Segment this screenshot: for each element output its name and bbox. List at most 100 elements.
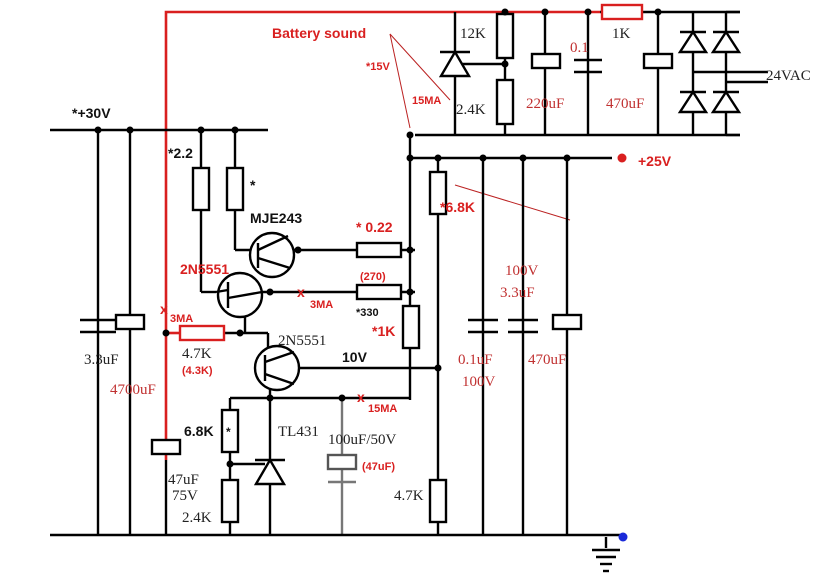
mark-x-3ma-right: x [297, 284, 305, 300]
label-2n5551-red: 2N5551 [180, 261, 229, 277]
label-470uf-top: 470uF [606, 96, 644, 112]
resistor-1k-mid [401, 304, 421, 350]
label-100uf-50v: 100uF/50V [328, 432, 397, 448]
label-3-3uf-left: 3.3uF [84, 352, 119, 368]
resistor-330 [355, 283, 403, 301]
junction-dot [126, 126, 134, 134]
resistor-0-22 [355, 241, 403, 259]
driver-emitter [227, 290, 263, 300]
label-15ma-top: 15MA [412, 95, 441, 107]
label-battery-sound: Battery sound [272, 25, 366, 41]
capacitor-470uf-top [642, 52, 674, 70]
label-220uf: 220uF [526, 96, 564, 112]
transistor-mje243 [248, 231, 296, 279]
mje243-emitter [257, 256, 291, 270]
label-star: * [250, 177, 256, 193]
label-470uf-right: 470uF [528, 352, 566, 368]
junction-dot [406, 131, 414, 139]
resistor-2-4k-top [495, 78, 515, 126]
label-15ma-bot: 15MA [368, 403, 397, 415]
junction-dot [231, 126, 239, 134]
driver-collector [215, 288, 229, 294]
label-100v-top: 100V [505, 263, 539, 279]
label-6-8k-left: 6.8K [184, 423, 214, 439]
junction-dot [338, 394, 346, 402]
capacitor-4700uf [114, 313, 146, 331]
bridge-diode-4 [710, 89, 742, 114]
wires [50, 10, 768, 537]
capacitor-220uf [530, 52, 562, 70]
label-15v: *15V [366, 61, 391, 73]
labels: Battery sound *15V 15MA 12K 2.4K 220uF 0… [72, 25, 811, 526]
label-47uf: 47uF [168, 472, 199, 488]
junction-dot [162, 329, 170, 337]
label-1k-top: 1K [612, 26, 631, 42]
q3-collector [264, 350, 295, 364]
junction-dot [519, 154, 527, 162]
label-4-3k: (4.3K) [182, 365, 213, 377]
label-1k-mid: *1K [372, 323, 395, 339]
label-0-22: * 0.22 [356, 219, 393, 235]
label-47uf-red: (47uF) [362, 461, 395, 473]
resistor-2-4k-bot [220, 478, 240, 524]
junction-dot [501, 8, 509, 16]
junction-dot [501, 60, 509, 68]
label-24vac: 24VAC [766, 68, 811, 84]
label-3-3uf-mid: 3.3uF [500, 285, 535, 301]
junction-dot [226, 460, 234, 468]
mje243-collector [257, 234, 289, 252]
bridge-diode-3 [677, 89, 709, 114]
resistor-4-7k-bot [428, 478, 448, 524]
label-10v: 10V [342, 349, 368, 365]
label-3ma-right: 3MA [310, 299, 333, 311]
label-star-6-8k: * [226, 425, 231, 439]
capacitor-47uf [150, 438, 182, 456]
junction-dot [294, 246, 302, 254]
bridge-diode-1 [677, 29, 709, 54]
ground-dot [618, 532, 628, 542]
label-mje243: MJE243 [250, 210, 302, 226]
pointer-line-6k8 [454, 184, 571, 221]
junction-dot [406, 246, 414, 254]
label-6-8k-right: *6.8K [440, 199, 475, 215]
resistor-12k [495, 12, 515, 60]
bridge-diode-2 [710, 29, 742, 54]
label-25v: +25V [638, 153, 672, 169]
label-100v-bot: 100V [462, 374, 496, 390]
label-2-2: *2.2 [168, 145, 193, 161]
junction-dot [406, 154, 414, 162]
label-2-4k-bot: 2.4K [182, 510, 212, 526]
resistor-6-8k-left [220, 408, 240, 454]
components [80, 3, 742, 573]
junction-dot [584, 8, 592, 16]
resistor-4-7k [178, 324, 226, 342]
junction-dot [541, 8, 549, 16]
junction-dot [654, 8, 662, 16]
label-4-7k-bot: 4.7K [394, 488, 424, 504]
resistor-6-8k-right [428, 170, 448, 216]
label-12k: 12K [460, 26, 486, 42]
junction-dot [94, 126, 102, 134]
mark-x-3ma-left: x [160, 301, 168, 317]
zener-diode [438, 49, 472, 78]
label-0-1: 0.1 [570, 40, 589, 56]
junction-dot [406, 288, 414, 296]
q3-emitter [264, 372, 295, 386]
label-tl431: TL431 [278, 424, 319, 440]
label-2n5551: 2N5551 [278, 333, 326, 349]
mark-x-15ma: x [357, 389, 365, 405]
junction-dot [197, 126, 205, 134]
junction-dot [434, 154, 442, 162]
junction-dot [266, 394, 274, 402]
pointer-line-15v [389, 33, 451, 101]
junction-dot [434, 364, 442, 372]
capacitor-470uf-right [551, 313, 583, 331]
resistor-1k-top [600, 3, 644, 21]
label-30v: *+30V [72, 105, 111, 121]
battery-sense-wire [164, 10, 600, 460]
label-270: (270) [360, 271, 386, 283]
tl431-shunt [253, 457, 287, 486]
resistor-star [225, 166, 245, 212]
label-4-7k: 4.7K [182, 346, 212, 362]
junction-dot [563, 154, 571, 162]
